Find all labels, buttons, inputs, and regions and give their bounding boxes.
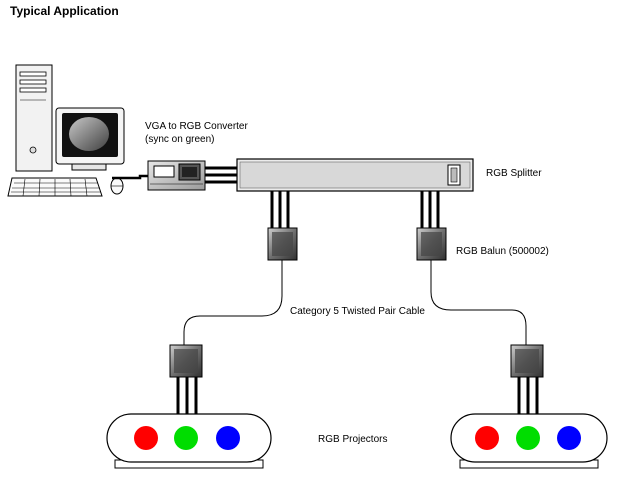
projector-icon-right <box>450 413 608 469</box>
projector-icon-left <box>106 413 272 469</box>
projectors-label: RGB Projectors <box>318 434 388 445</box>
cable-label: Category 5 Twisted Pair Cable <box>290 306 425 317</box>
balun-label: RGB Balun (500002) <box>456 246 549 257</box>
vga-cable <box>112 174 148 180</box>
computer-icon <box>7 64 125 197</box>
converter-sublabel: (sync on green) <box>145 134 215 145</box>
green-lens <box>516 426 540 450</box>
blue-lens <box>557 426 581 450</box>
page-title: Typical Application <box>10 4 119 18</box>
green-lens <box>174 426 198 450</box>
rgb-cables-splitter <box>270 191 440 228</box>
converter-icon <box>147 160 206 191</box>
splitter-label: RGB Splitter <box>486 168 542 179</box>
balun-icon-left-top <box>267 227 298 261</box>
red-lens <box>475 426 499 450</box>
balun-icon-right-top <box>416 227 447 261</box>
cat5-cable-right <box>430 260 527 345</box>
balun-icon-right-bottom <box>510 344 544 378</box>
balun-icon-left-bottom <box>169 344 203 378</box>
converter-label: VGA to RGB Converter <box>145 121 248 132</box>
rgb-cables-projectors <box>176 377 539 414</box>
red-lens <box>134 426 158 450</box>
blue-lens <box>216 426 240 450</box>
cat5-cable-left <box>183 260 283 345</box>
splitter-icon <box>236 158 474 192</box>
rgb-cables-converter <box>205 166 237 184</box>
